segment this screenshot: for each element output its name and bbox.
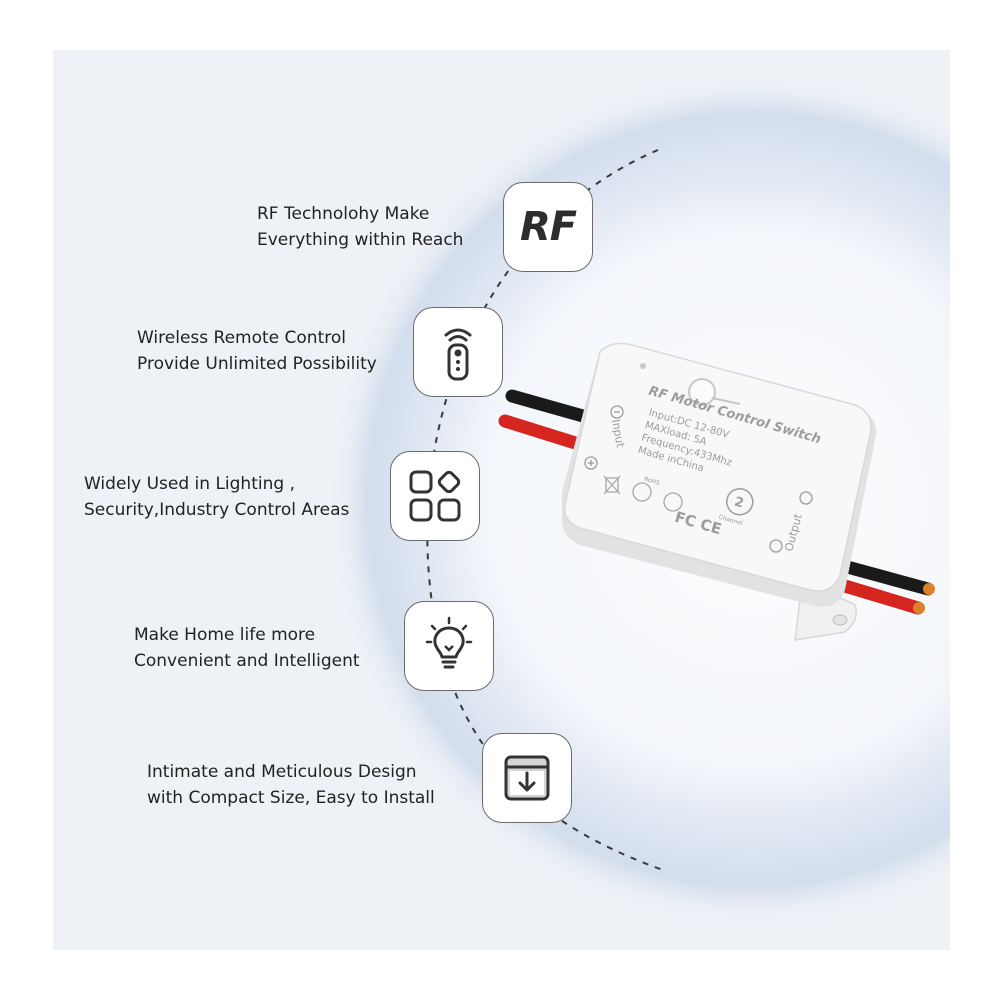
- feature-text-lighting: Widely Used in Lighting , Security,Indus…: [84, 474, 350, 520]
- plus-terminal-icon: [584, 456, 598, 470]
- device-housing: [563, 342, 872, 592]
- motor-terminal-1-icon: [799, 491, 813, 505]
- feature-text-design: Intimate and Meticulous Design with Comp…: [147, 762, 435, 808]
- motor-terminal-2-icon: [769, 539, 783, 553]
- app-grid-icon: [390, 451, 480, 541]
- learn-button-icon: [688, 378, 741, 406]
- input-wires: [498, 389, 597, 453]
- rohs-mark: RoHS: [643, 476, 660, 487]
- compliance-icons: [603, 475, 683, 512]
- light-bulb-icon: [404, 601, 494, 691]
- output-wires: [828, 558, 935, 615]
- rf-icon: RF: [503, 182, 593, 272]
- rf-logo-text: RF: [519, 204, 577, 250]
- feature-text-remote: Wireless Remote Control Provide Unlimite…: [137, 328, 377, 374]
- channel-number: 2: [732, 495, 745, 512]
- input-label: Input: [609, 418, 627, 449]
- install-box-icon: [482, 733, 572, 823]
- feature-text-rf: RF Technolohy Make Everything within Rea…: [257, 204, 464, 250]
- minus-terminal-icon: [610, 405, 624, 419]
- feature-text-home: Make Home life more Convenient and Intel…: [134, 625, 360, 671]
- remote-control-icon: [413, 307, 503, 397]
